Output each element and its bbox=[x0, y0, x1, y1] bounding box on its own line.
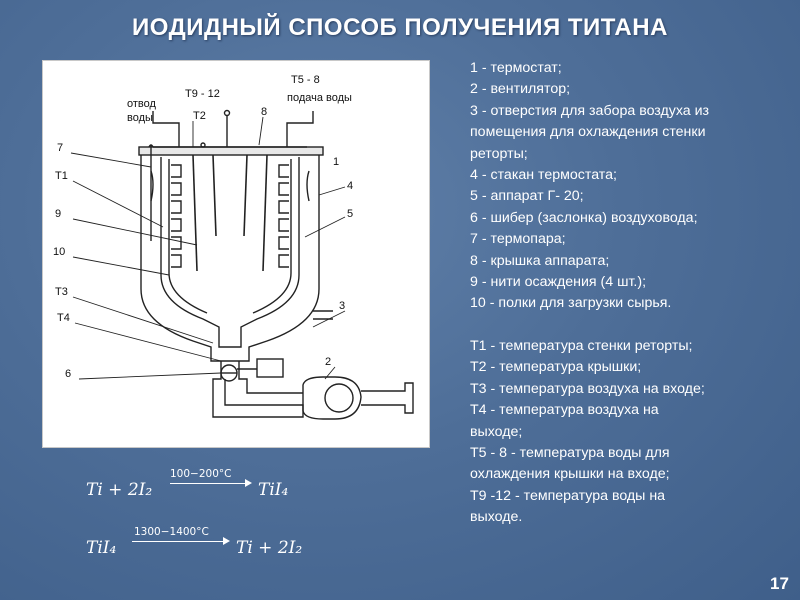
legend-temp: выходе; bbox=[470, 423, 523, 440]
legend-temp: Т1 - температура стенки реторты; bbox=[470, 337, 693, 354]
page-number: 17 bbox=[770, 574, 789, 593]
legend-temp: Т4 - температура воздуха на bbox=[470, 402, 659, 419]
apparatus-lid bbox=[138, 146, 324, 156]
air-duct bbox=[212, 361, 304, 418]
equation-condition: 100−200°C bbox=[170, 468, 232, 480]
legend-temp: Т9 -12 - температура воды на bbox=[470, 487, 666, 504]
fan-housing bbox=[302, 376, 362, 420]
legend-item: 5 - аппарат Г- 20; bbox=[470, 188, 584, 205]
fan-rotor bbox=[324, 383, 354, 413]
label-t5-8: Т5 - 8 bbox=[291, 74, 320, 86]
label-t4: Т4 bbox=[57, 312, 70, 324]
legend-item: 2 - вентилятор; bbox=[470, 81, 571, 98]
legend-temp: Т3 - температура воздуха на входе; bbox=[470, 380, 705, 397]
legend-item: 7 - термопара; bbox=[470, 231, 566, 248]
legend-item: 6 - шибер (заслонка) воздуховода; bbox=[470, 209, 698, 226]
water-outlet-pipe bbox=[152, 111, 180, 147]
legend-item: 9 - нити осаждения (4 шт.); bbox=[470, 274, 647, 291]
label-t9-12: Т9 - 12 bbox=[185, 88, 220, 100]
legend-temp: Т2 - температура крышки; bbox=[470, 359, 642, 376]
label-7: 7 bbox=[57, 142, 63, 154]
legend-item: 10 - полки для загрузки сырья. bbox=[470, 295, 672, 312]
water-inlet-pipe bbox=[286, 111, 314, 147]
label-4: 4 bbox=[347, 180, 353, 192]
deposition-filaments bbox=[192, 154, 268, 272]
legend: 1 - термостат; 2 - вентилятор; 3 - отвер… bbox=[470, 58, 790, 529]
label-10: 10 bbox=[53, 246, 65, 258]
label-t1: Т1 bbox=[55, 170, 68, 182]
label-8: 8 bbox=[261, 106, 267, 118]
shelves-left bbox=[171, 164, 182, 268]
legend-item: 1 - термостат; bbox=[470, 60, 562, 76]
equation-rhs: TiI₄ bbox=[258, 480, 289, 500]
label-inlet: подача воды bbox=[287, 92, 352, 104]
label-9: 9 bbox=[55, 208, 61, 220]
apparatus-diagram: Т9 - 12 Т5 - 8 отвод воды подача воды Т2… bbox=[42, 60, 430, 448]
legend-item: реторты; bbox=[470, 145, 528, 162]
shelves-right bbox=[278, 164, 289, 268]
label-outlet-2: воды bbox=[127, 112, 153, 124]
label-t2: Т2 bbox=[193, 110, 206, 122]
label-1: 1 bbox=[333, 156, 339, 168]
retort bbox=[160, 157, 300, 348]
slide-title: ИОДИДНЫЙ СПОСОБ ПОЛУЧЕНИЯ ТИТАНА bbox=[132, 14, 668, 41]
legend-item: 8 - крышка аппарата; bbox=[470, 252, 610, 269]
label-t3: Т3 bbox=[55, 286, 68, 298]
equation-rhs: Ti + 2I₂ bbox=[236, 538, 303, 558]
reaction-arrow bbox=[132, 537, 230, 545]
apparatus-drawing: Т9 - 12 Т5 - 8 отвод воды подача воды Т2… bbox=[53, 74, 414, 420]
legend-spacer bbox=[470, 315, 790, 336]
label-6: 6 bbox=[65, 368, 71, 380]
label-5: 5 bbox=[347, 208, 353, 220]
label-3: 3 bbox=[339, 300, 345, 312]
legend-temp: охлаждения крышки на входе; bbox=[470, 466, 670, 483]
legend-item: 3 - отверстия для забора воздуха из bbox=[470, 102, 710, 119]
legend-temp: Т5 - 8 - температура воды для bbox=[470, 444, 670, 461]
legend-item: 4 - стакан термостата; bbox=[470, 167, 617, 184]
equation-condition: 1300−1400°C bbox=[134, 526, 209, 538]
reaction-arrow bbox=[170, 479, 252, 487]
legend-item: помещения для охлаждения стенки bbox=[470, 124, 706, 141]
equation-lhs: Ti + 2I₂ bbox=[86, 480, 153, 500]
equation-lhs: TiI₄ bbox=[86, 538, 117, 558]
label-2: 2 bbox=[325, 356, 331, 368]
thermostat-cup bbox=[140, 153, 320, 362]
legend-temp: выходе. bbox=[470, 509, 523, 526]
label-outlet-1: отвод bbox=[127, 98, 157, 110]
